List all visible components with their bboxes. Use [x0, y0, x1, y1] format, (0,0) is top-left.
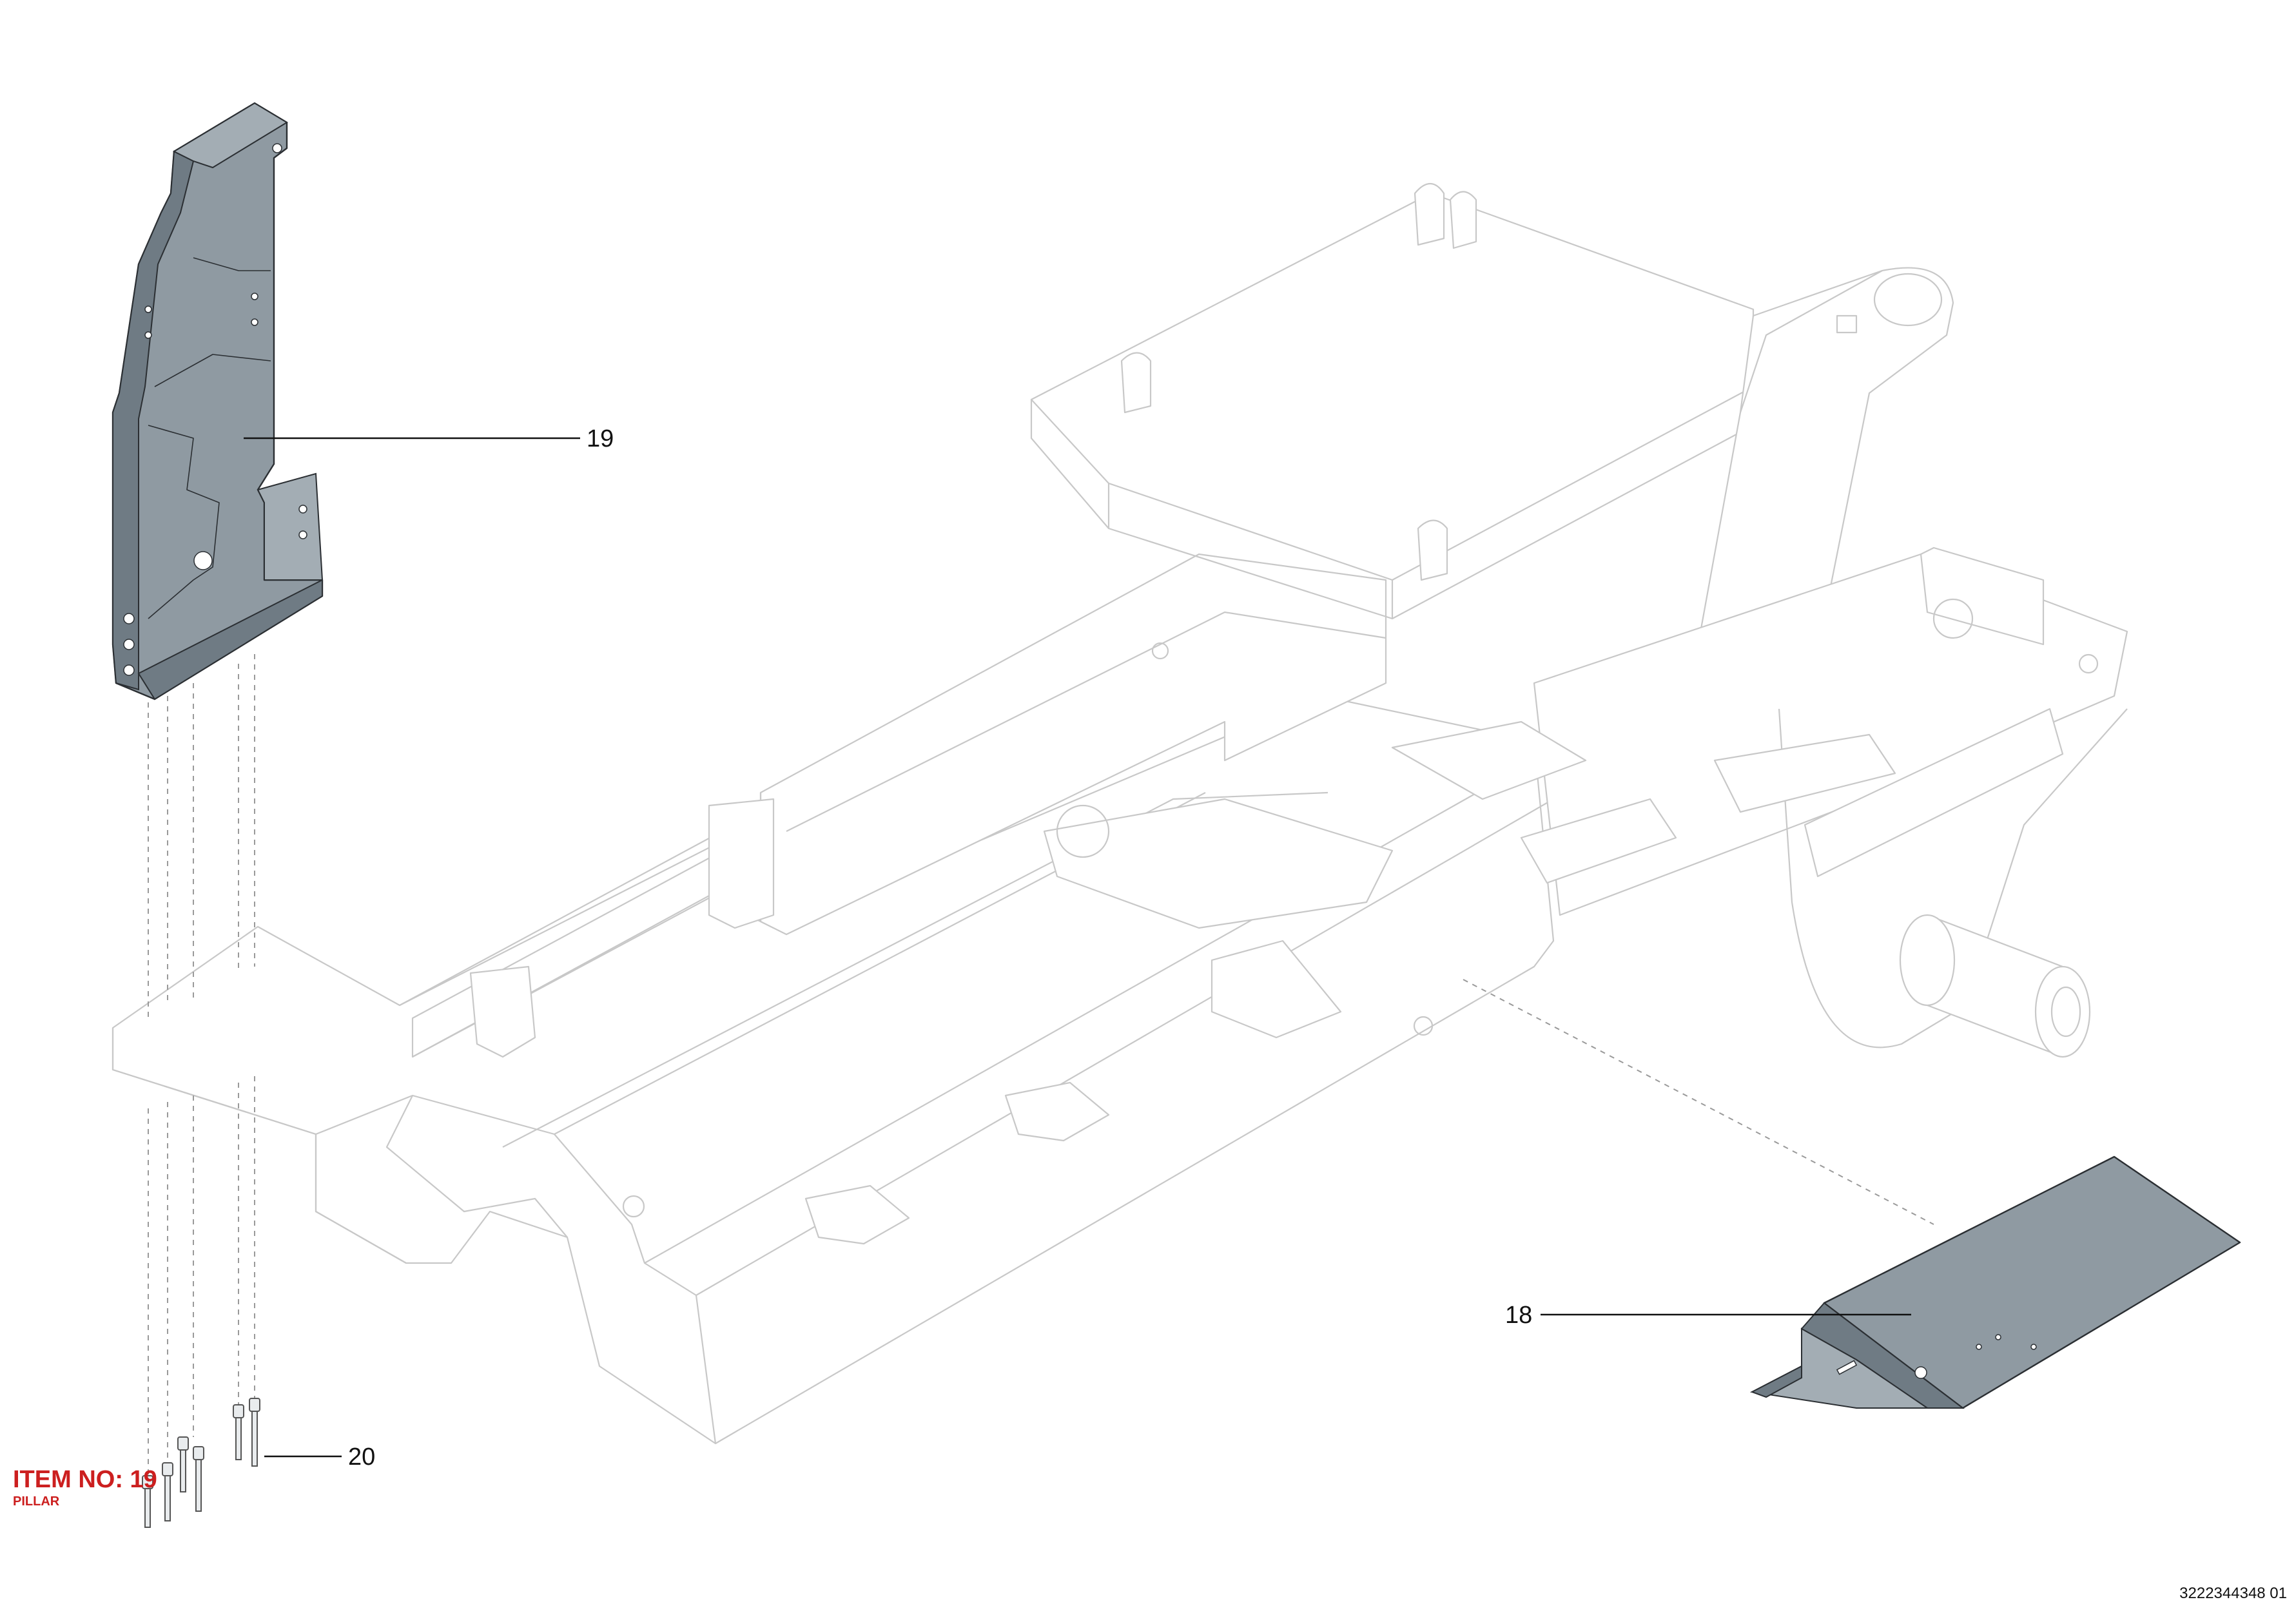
callout-19: 19	[244, 425, 614, 452]
bolt	[233, 1404, 244, 1460]
callout-20-label: 20	[348, 1443, 375, 1471]
plate-part-18	[1749, 1155, 2241, 1409]
callout-18-label: 18	[1505, 1302, 1532, 1329]
document-number: 3222344348 01	[2179, 1585, 2287, 1602]
bolt	[162, 1462, 173, 1521]
bolt	[142, 1475, 153, 1528]
bolt-alignment-lines	[148, 654, 255, 1476]
item-number-title: ITEM NO: 19	[13, 1466, 157, 1493]
bolt	[177, 1436, 189, 1492]
callout-19-label: 19	[587, 425, 614, 452]
callout-20: 20	[264, 1443, 375, 1471]
item-label: ITEM NO: 19 PILLAR	[13, 1466, 157, 1509]
bolts-part-20	[142, 1398, 260, 1528]
bolt	[193, 1446, 204, 1512]
callout-18: 18	[1505, 1302, 1911, 1329]
bolt	[249, 1398, 260, 1467]
machine-frame-outline	[112, 183, 2128, 1445]
pillar-part-19	[112, 102, 324, 700]
item-name-subtitle: PILLAR	[13, 1494, 60, 1509]
